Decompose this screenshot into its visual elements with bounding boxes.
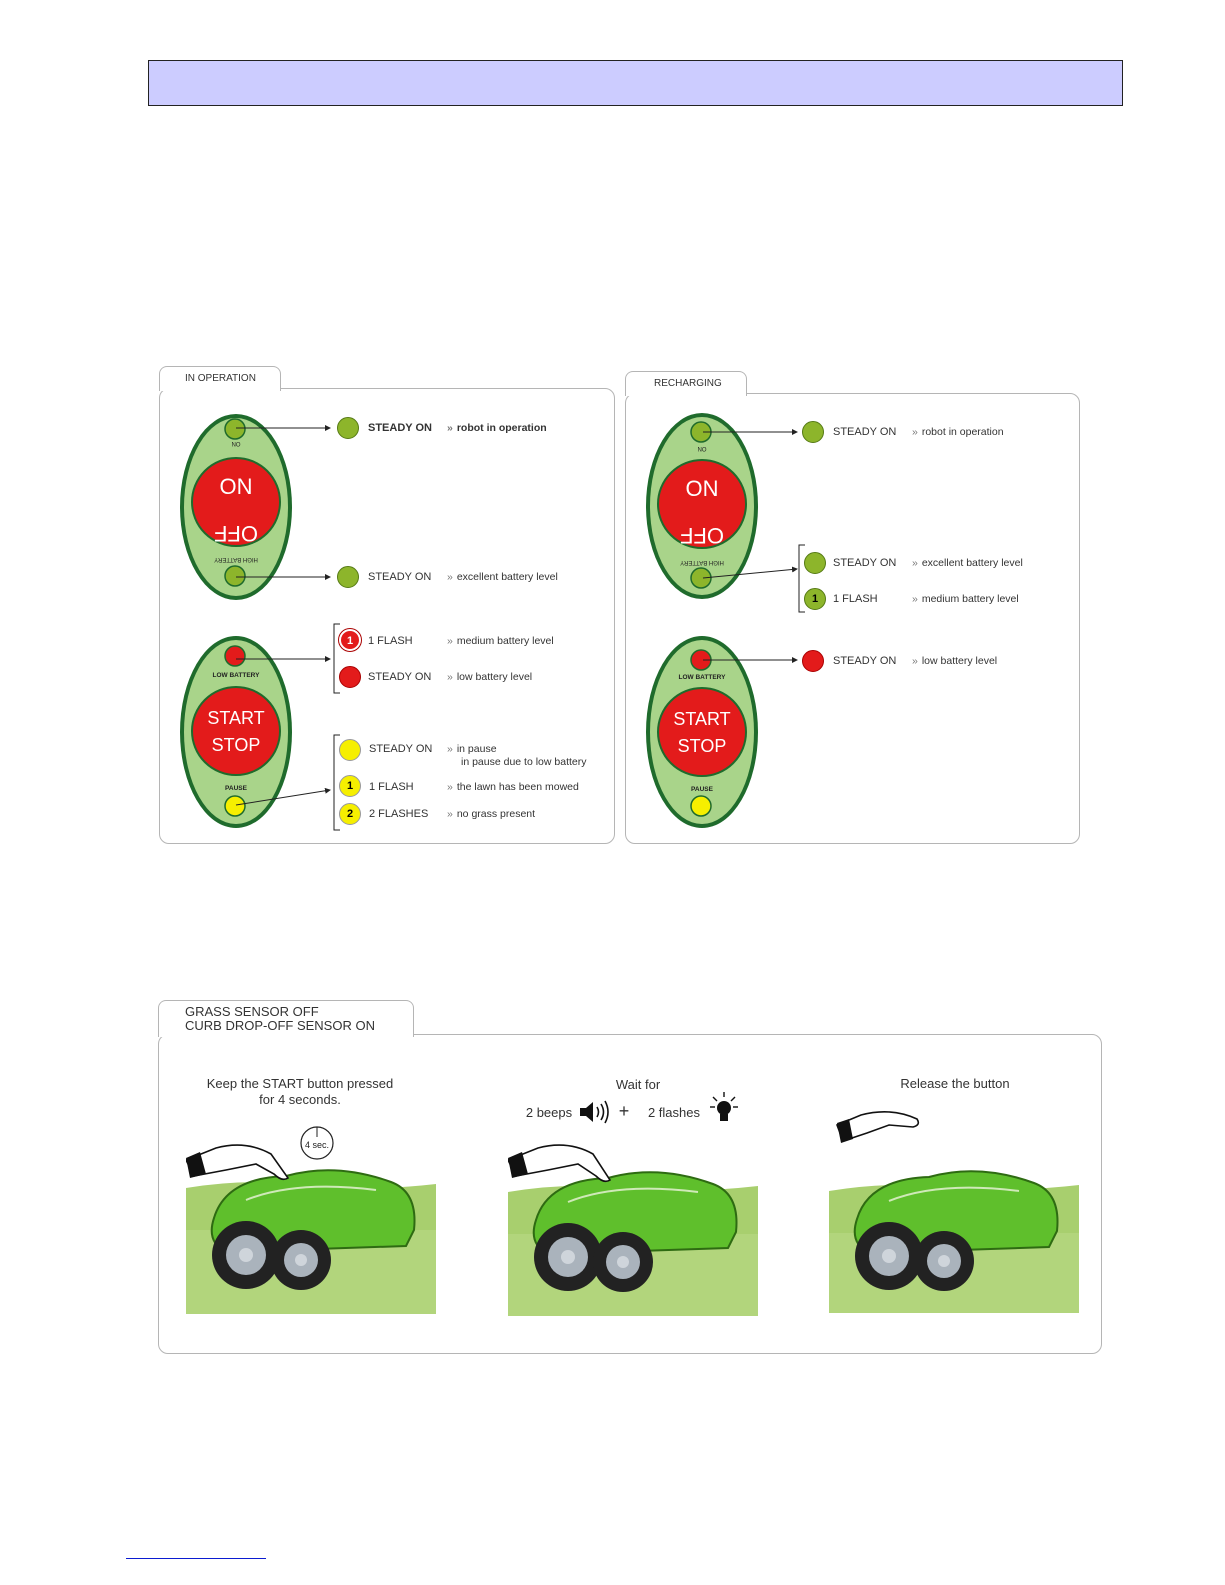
start-stop-button-start-text: START [673, 709, 730, 729]
led-high-battery-green [224, 565, 246, 587]
led-indicator-red [339, 666, 361, 688]
timer-text: 4 sec. [305, 1140, 329, 1150]
on-off-button [191, 457, 281, 547]
in-operation-tab-label: IN OPERATION [185, 373, 256, 384]
step1-mower-illustration [186, 1144, 436, 1314]
on-off-button-on-text: ON [686, 476, 719, 501]
state-label: STEADY ON [833, 655, 897, 667]
sensor-tab-line1: GRASS SENSOR OFF [185, 1004, 319, 1019]
remote-label-low-battery: LOW BATTERY [679, 674, 727, 681]
step3-title: Release the button [900, 1076, 1010, 1091]
remote-label-on: ON [232, 440, 241, 446]
led-indicator-yellow-flash: 2 [339, 803, 361, 825]
in-operation-connectors [235, 425, 340, 831]
state-label: STEADY ON [833, 426, 897, 438]
state-description: »robot in operation [447, 422, 547, 434]
state-label: STEADY ON [833, 557, 897, 569]
led-indicator-yellow [339, 739, 361, 761]
state-description: »the lawn has been mowed [447, 781, 579, 793]
state-label: STEADY ON [368, 671, 432, 683]
state-description: »robot in operation [912, 426, 1004, 438]
state-description: »low battery level [912, 655, 998, 667]
on-off-button-off-text: OFF [680, 523, 724, 548]
step3-mower-illustration [829, 1111, 1079, 1313]
led-indicator-green [804, 552, 826, 574]
on-off-button-off-text: OFF [214, 521, 258, 546]
step1-line1: Keep the START button pressed [206, 1076, 394, 1091]
start-stop-button [657, 687, 747, 777]
state-description: »excellent battery level [447, 571, 558, 583]
state-label: STEADY ON [369, 743, 433, 755]
recharging-connectors [702, 429, 805, 663]
section-header-bar [148, 60, 1123, 106]
led-indicator-red-flash: 1 [339, 629, 361, 651]
sensor-tab-line2: CURB DROP-OFF SENSOR ON [185, 1018, 375, 1033]
state-label: 1 FLASH [833, 593, 878, 605]
led-high-battery-green [690, 567, 712, 589]
remote-label-pause: PAUSE [691, 786, 714, 793]
lightbulb-icon [710, 1092, 738, 1121]
recharging-tab: RECHARGING [625, 371, 747, 396]
state-description: »medium battery level [447, 635, 554, 647]
on-off-button-on-text: ON [220, 474, 253, 499]
step2-mower-illustration [508, 1144, 758, 1316]
step1-instruction: Keep the START button pressed for 4 seco… [190, 1076, 410, 1108]
step2-beeps: 2 beeps [525, 1105, 573, 1120]
led-indicator-green [337, 417, 359, 439]
sensor-tab: GRASS SENSOR OFF CURB DROP-OFF SENSOR ON [158, 1000, 414, 1037]
state-description: »low battery level [447, 671, 533, 683]
remote-label-high-battery: HIGH BATTERY [680, 559, 724, 565]
start-stop-button-stop-text: STOP [212, 735, 261, 755]
step2-title: Wait for [615, 1077, 661, 1092]
led-on-green [224, 418, 246, 440]
on-off-button [657, 459, 747, 549]
step2-flashes: 2 flashes [647, 1105, 701, 1120]
led-pause-yellow [224, 795, 246, 817]
state-description-line2: in pause due to low battery [461, 756, 587, 768]
start-stop-button-stop-text: STOP [678, 736, 727, 756]
led-indicator-green-flash: 1 [804, 588, 826, 610]
step2-plus: + [618, 1101, 630, 1121]
footer-link-underline[interactable] [126, 1558, 266, 1559]
state-description: »medium battery level [912, 593, 1019, 605]
step1-line2: for 4 seconds. [259, 1092, 341, 1107]
remote-label-high-battery: HIGH BATTERY [214, 556, 258, 562]
timer-icon: 4 sec. [300, 1126, 334, 1160]
state-description: »no grass present [447, 808, 536, 820]
remote-control-top: ON ON OFF HIGH BATTERY [180, 414, 292, 600]
state-label: STEADY ON [368, 571, 432, 583]
remote-control-bottom: LOW BATTERY START STOP PAUSE [646, 636, 758, 828]
led-indicator-red [802, 650, 824, 672]
state-label: STEADY ON [368, 422, 432, 434]
remote-label-pause: PAUSE [225, 785, 248, 792]
in-operation-tab: IN OPERATION [159, 366, 281, 391]
start-stop-button [191, 686, 281, 776]
state-label: 2 FLASHES [369, 808, 429, 820]
remote-label-on: ON [698, 445, 707, 451]
recharging-tab-label: RECHARGING [654, 378, 722, 389]
state-label: 1 FLASH [368, 635, 413, 647]
state-label: 1 FLASH [369, 781, 414, 793]
remote-control-bottom: LOW BATTERY START STOP PAUSE [180, 636, 292, 828]
led-indicator-yellow-flash: 1 [339, 775, 361, 797]
start-stop-button-start-text: START [207, 708, 264, 728]
remote-label-low-battery: LOW BATTERY [213, 672, 261, 679]
led-pause-yellow [690, 795, 712, 817]
remote-control-top: ON ON OFF HIGH BATTERY [646, 413, 758, 599]
led-indicator-green [802, 421, 824, 443]
led-low-battery-red [224, 645, 246, 667]
led-indicator-green [337, 566, 359, 588]
speaker-icon [580, 1100, 609, 1124]
state-description: »excellent battery level [912, 557, 1023, 569]
state-description: »in pause [447, 743, 497, 755]
